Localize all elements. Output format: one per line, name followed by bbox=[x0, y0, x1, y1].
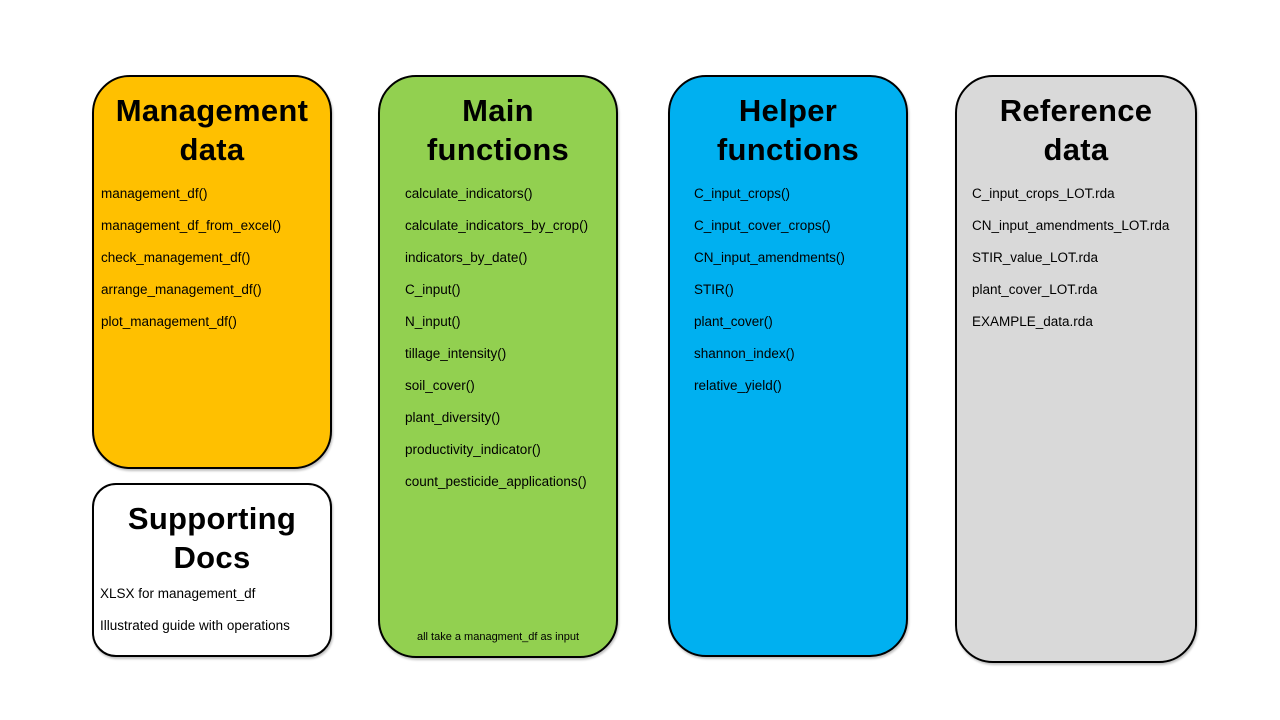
list-item: plant_cover_LOT.rda bbox=[972, 282, 1098, 297]
list-item: C_input() bbox=[405, 282, 461, 297]
title-line: data bbox=[179, 132, 245, 167]
list-item: management_df_from_excel() bbox=[101, 218, 282, 233]
list-item: CN_input_amendments() bbox=[694, 250, 845, 265]
list-item: C_input_crops() bbox=[694, 186, 791, 201]
title-line: functions bbox=[716, 132, 860, 167]
helper-functions-title: Helper functions bbox=[674, 91, 902, 169]
list-item: STIR() bbox=[694, 282, 734, 297]
list-item: productivity_indicator() bbox=[405, 442, 541, 457]
list-item: relative_yield() bbox=[694, 378, 782, 393]
reference-data-title: Reference data bbox=[961, 91, 1191, 169]
title-line: Management bbox=[115, 93, 309, 128]
title-line: Main bbox=[462, 93, 534, 128]
list-item: indicators_by_date() bbox=[405, 250, 528, 265]
list-item: calculate_indicators() bbox=[405, 186, 533, 201]
management-data-box: Management data management_df()managemen… bbox=[92, 75, 332, 469]
title-line: Supporting bbox=[127, 501, 297, 536]
list-item: C_input_cover_crops() bbox=[694, 218, 831, 233]
title-line: Reference bbox=[999, 93, 1153, 128]
management-data-item-list: management_df() management_df_from_excel(… bbox=[94, 178, 330, 338]
list-item: XLSX for management_df bbox=[100, 586, 256, 601]
list-item: soil_cover() bbox=[405, 378, 475, 393]
list-item: plant_diversity() bbox=[405, 410, 501, 425]
list-item: STIR_value_LOT.rda bbox=[972, 250, 1099, 265]
list-item: Illustrated guide with operations bbox=[100, 618, 290, 633]
main-functions-item-list: calculate_indicators() calculate_indicato… bbox=[380, 178, 616, 498]
list-item: arrange_management_df() bbox=[101, 282, 262, 297]
list-item: shannon_index() bbox=[694, 346, 795, 361]
list-item: plot_management_df() bbox=[101, 314, 237, 329]
main-functions-title: Main functions bbox=[384, 91, 612, 169]
list-item: management_df() bbox=[101, 186, 208, 201]
list-item: tillage_intensity() bbox=[405, 346, 507, 361]
list-item: check_management_df() bbox=[101, 250, 251, 265]
title-line: Helper bbox=[738, 93, 838, 128]
list-item: C_input_crops_LOT.rda bbox=[972, 186, 1115, 201]
title-line: functions bbox=[426, 132, 570, 167]
title-line: data bbox=[1043, 132, 1109, 167]
list-item: CN_input_amendments_LOT.rda bbox=[972, 218, 1170, 233]
list-item: plant_cover() bbox=[694, 314, 773, 329]
list-item: calculate_indicators_by_crop() bbox=[405, 218, 589, 233]
main-functions-box: Main functions calculate_indicators()cal… bbox=[378, 75, 618, 658]
supporting-docs-title: Supporting Docs bbox=[98, 499, 326, 577]
list-item: count_pesticide_applications() bbox=[405, 474, 587, 489]
main-functions-footnote: all take a managment_df as input bbox=[416, 631, 580, 643]
list-item: N_input() bbox=[405, 314, 461, 329]
list-item: EXAMPLE_data.rda bbox=[972, 314, 1093, 329]
helper-functions-box: Helper functions C_input_crops()C_input_… bbox=[668, 75, 908, 657]
helper-functions-item-list: C_input_crops() C_input_cover_crops() CN_i… bbox=[670, 178, 906, 402]
management-data-title: Management data bbox=[98, 91, 326, 169]
title-line: Docs bbox=[173, 540, 251, 575]
